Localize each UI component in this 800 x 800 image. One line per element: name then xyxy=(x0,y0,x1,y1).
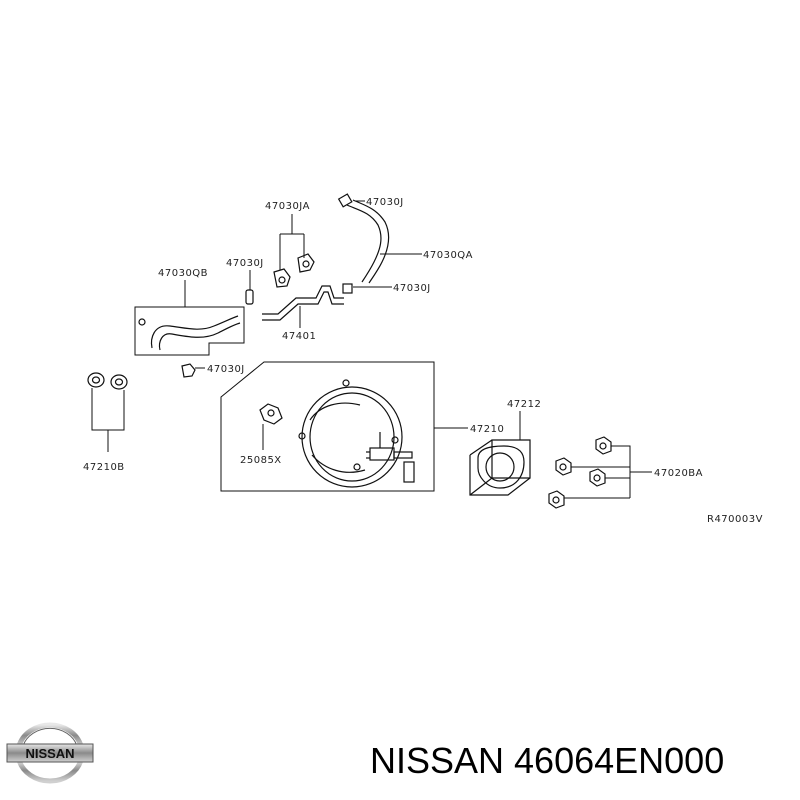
label-47030qb: 47030QB xyxy=(158,268,208,279)
grommet-47210b-b xyxy=(110,374,128,390)
clamp-47030j-bottom xyxy=(181,363,196,378)
check-valve-25085x xyxy=(259,403,283,425)
pipe-47401 xyxy=(262,285,344,321)
grommet-47210b-a xyxy=(87,372,105,388)
clamp-47030ja-upper xyxy=(297,253,315,273)
label-47210: 47210 xyxy=(470,424,504,435)
label-25085x: 25085X xyxy=(240,455,282,466)
nut-47020ba-4 xyxy=(548,490,565,509)
clamp-47030ja-lower xyxy=(273,268,291,288)
gasket-47212 xyxy=(469,439,531,496)
part-number-caption: NISSAN 46064EN000 xyxy=(370,740,725,781)
box-47210 xyxy=(220,361,435,492)
diagram-code: R470003V xyxy=(707,514,763,525)
label-47210b: 47210B xyxy=(83,462,125,473)
label-47030ja: 47030JA xyxy=(265,201,310,212)
logo-text: NISSAN xyxy=(25,746,74,761)
nut-47020ba-2 xyxy=(555,457,572,476)
label-47020ba: 47020BA xyxy=(654,468,703,479)
label-47401: 47401 xyxy=(282,331,316,342)
label-47030j-top: 47030J xyxy=(366,197,404,208)
clamp-47030j-right xyxy=(342,283,353,294)
label-47030j-right: 47030J xyxy=(393,283,431,294)
booster-push-rod xyxy=(366,432,415,483)
box-47030qb xyxy=(134,306,245,356)
leader-47020ba xyxy=(564,445,652,499)
leader-47210b xyxy=(91,388,125,452)
nut-47020ba-1 xyxy=(595,436,612,455)
hose-47030qa xyxy=(337,193,390,284)
label-47030j-bottom: 47030J xyxy=(207,364,245,375)
nissan-logo: NISSAN xyxy=(6,722,94,784)
clamp-47030j-left xyxy=(245,289,254,305)
brake-booster xyxy=(298,379,403,488)
label-47030j-left: 47030J xyxy=(226,258,264,269)
leader-47030ja xyxy=(279,214,305,270)
label-47212: 47212 xyxy=(507,399,541,410)
nut-47020ba-3 xyxy=(589,468,606,487)
label-47030qa: 47030QA xyxy=(423,250,473,261)
hose-47030qb xyxy=(138,315,241,351)
